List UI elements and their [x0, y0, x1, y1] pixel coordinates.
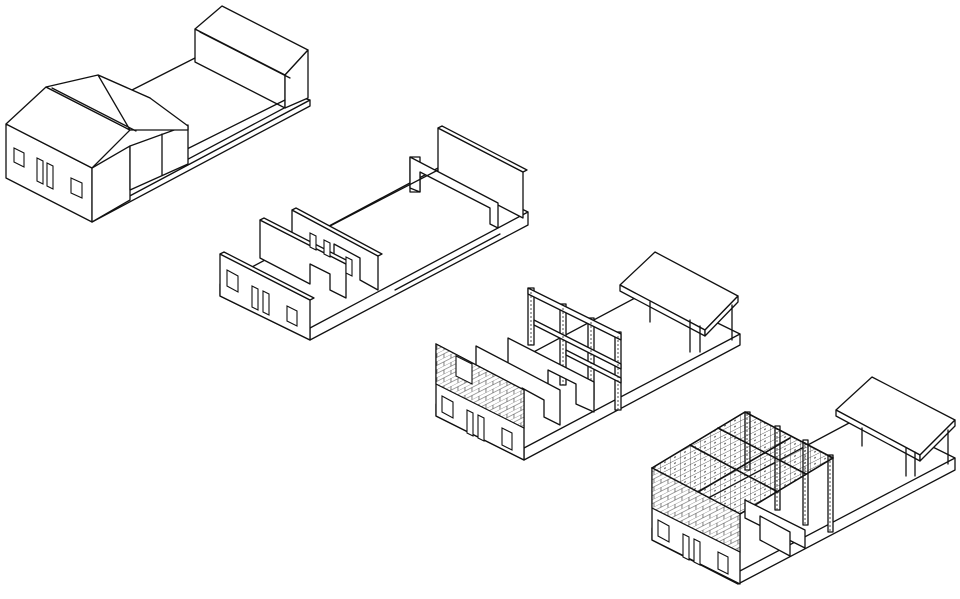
middle-roof-rear: [97, 74, 189, 131]
window: [501, 427, 513, 451]
stage-completed-roof-frame: [650, 376, 956, 585]
window: [477, 414, 485, 442]
yard-edge: [129, 57, 196, 92]
opening: [309, 232, 317, 251]
window-opening: [455, 355, 473, 385]
partition-top: [291, 207, 383, 257]
stage-demolition-retained-walls: [219, 125, 529, 341]
window: [46, 162, 54, 190]
opening: [345, 256, 353, 277]
window: [13, 147, 25, 168]
rear-canopy-edge: [919, 419, 956, 462]
middle-block-side: [129, 124, 189, 191]
window: [717, 551, 729, 575]
rear-block-side: [284, 49, 309, 109]
stage-existing-building: [5, 5, 311, 223]
stage-new-brick-and-structure: [435, 251, 741, 461]
window: [682, 533, 690, 561]
partition-wall: [259, 219, 347, 299]
window: [262, 290, 270, 316]
window: [693, 538, 701, 566]
opening: [323, 239, 331, 258]
window: [251, 285, 259, 311]
rear-wall-top: [437, 125, 528, 173]
window: [441, 395, 454, 419]
window: [226, 269, 239, 293]
rear-canopy-edge: [704, 295, 739, 337]
window: [657, 519, 670, 543]
window: [70, 177, 83, 199]
steel-frame: [527, 287, 622, 411]
window: [466, 409, 474, 437]
window: [36, 157, 44, 185]
partition-wall: [759, 515, 791, 557]
new-brick-infill: [651, 467, 741, 553]
front-house-side: [91, 145, 131, 223]
window: [286, 305, 298, 327]
rear-cross-wall: [409, 156, 499, 229]
front-facade-top: [219, 251, 315, 301]
